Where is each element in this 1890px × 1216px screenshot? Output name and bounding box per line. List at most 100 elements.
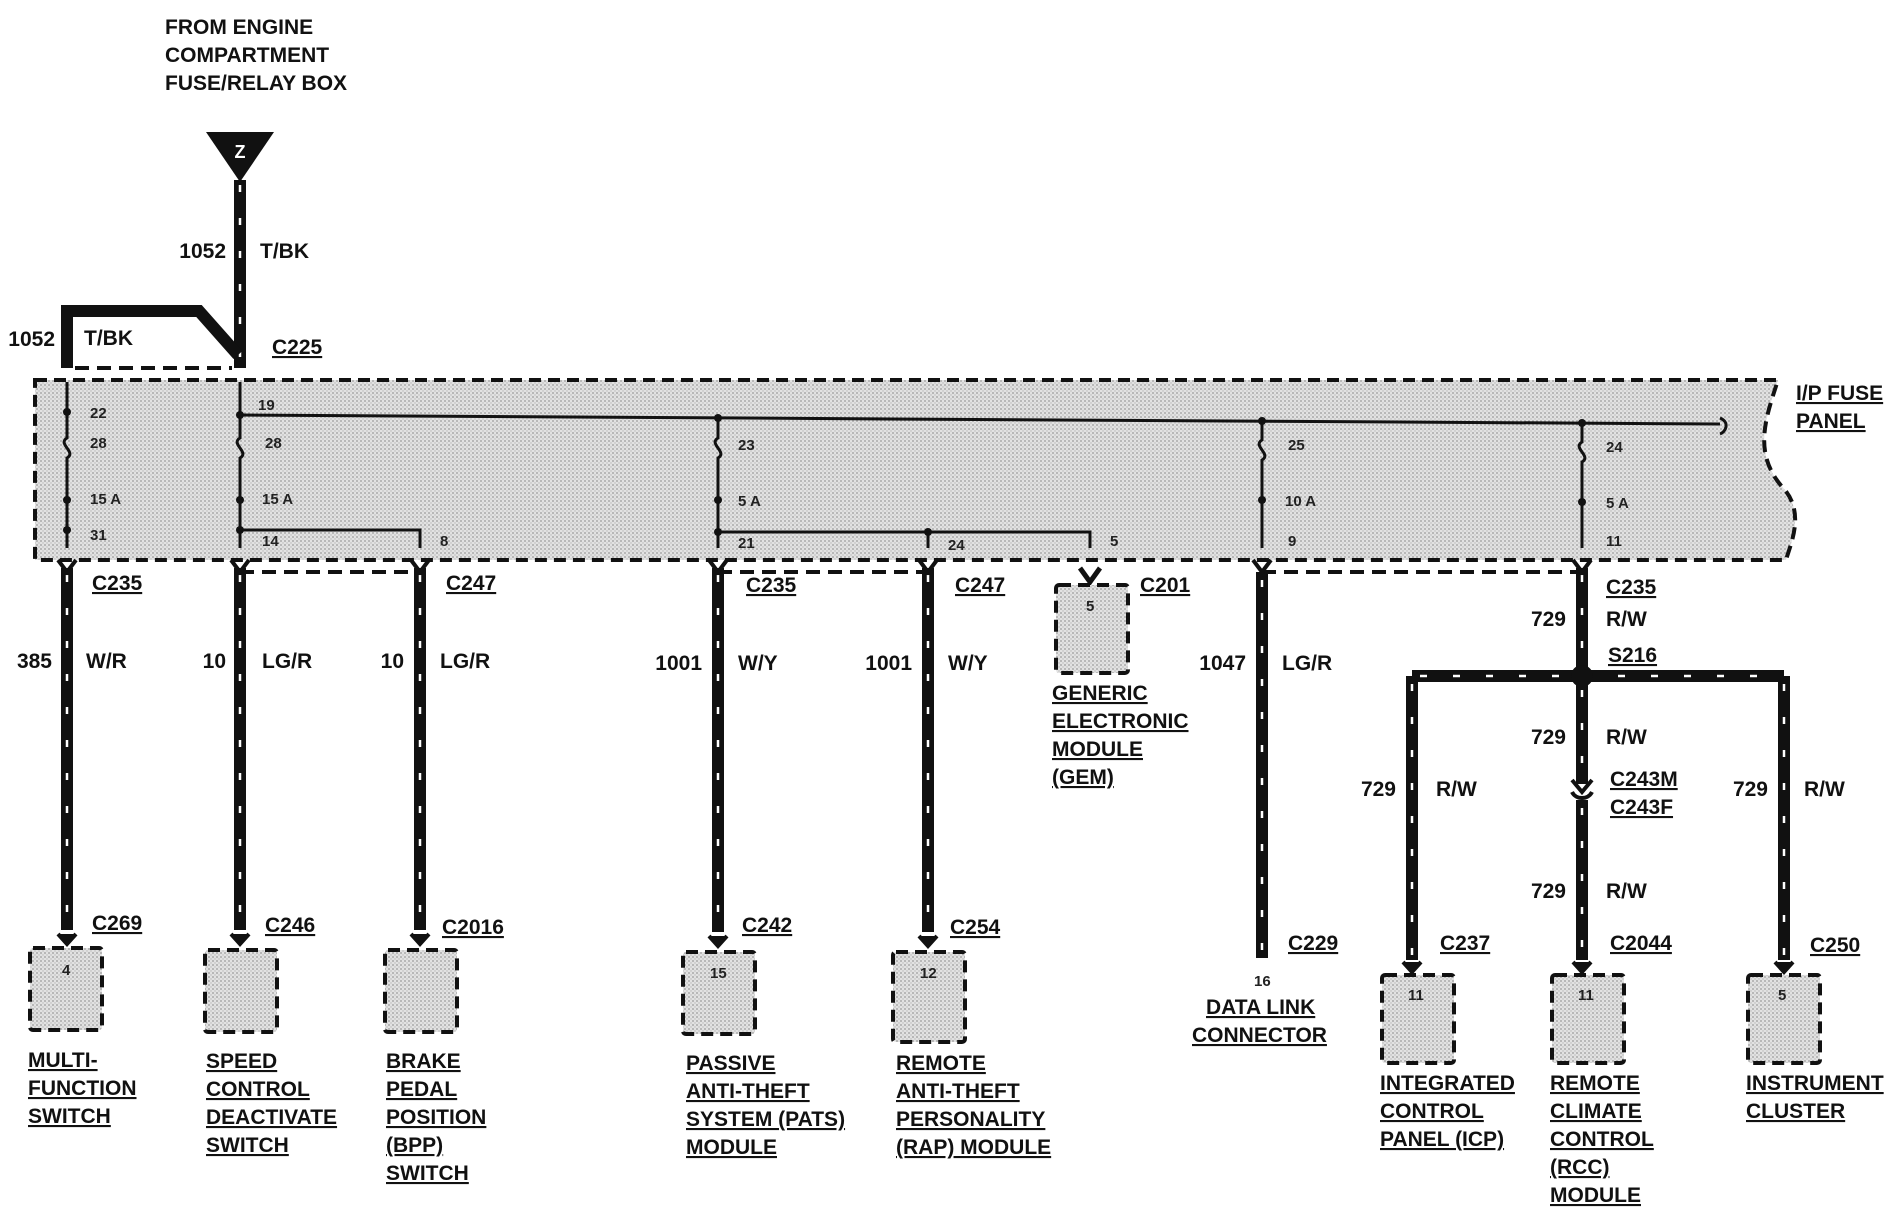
svg-text:(GEM): (GEM) [1052,766,1114,789]
svg-text:729: 729 [1531,880,1566,903]
svg-text:385: 385 [17,650,52,673]
source-label: FROM ENGINE COMPARTMENT FUSE/RELAY BOX [165,16,347,95]
svg-text:R/W: R/W [1436,778,1477,801]
svg-text:C235: C235 [92,572,143,595]
svg-text:5 A: 5 A [1606,495,1629,512]
svg-text:4: 4 [62,962,71,979]
svg-text:28: 28 [265,435,282,452]
svg-text:R/W: R/W [1606,726,1647,749]
svg-text:11: 11 [1408,987,1424,1004]
svg-text:15 A: 15 A [262,491,293,508]
ip-fuse-panel-label-1: I/P FUSE [1796,382,1883,405]
svg-text:C247: C247 [955,574,1005,597]
wire-1052-circuit-label: 1052 [179,240,226,263]
svg-text:21: 21 [738,535,755,552]
svg-text:MULTI-: MULTI- [28,1049,98,1072]
svg-text:C2016: C2016 [442,916,504,939]
svg-text:C235: C235 [1606,576,1657,599]
svg-text:PASSIVE: PASSIVE [686,1052,775,1075]
svg-text:FUNCTION: FUNCTION [28,1077,137,1100]
connector-c225: C225 [272,336,323,359]
svg-text:CLUSTER: CLUSTER [1746,1100,1845,1123]
svg-text:729: 729 [1733,778,1768,801]
svg-text:15: 15 [710,965,727,982]
svg-text:31: 31 [90,527,107,544]
svg-text:SWITCH: SWITCH [28,1105,111,1128]
svg-text:C254: C254 [950,916,1001,939]
svg-text:10: 10 [381,650,404,673]
svg-text:C235: C235 [746,574,797,597]
svg-text:C2044: C2044 [1610,932,1672,955]
svg-text:DATA LINK: DATA LINK [1206,996,1315,1019]
svg-text:11: 11 [1606,533,1622,550]
svg-text:PERSONALITY: PERSONALITY [896,1108,1045,1131]
source-terminal-letter: Z [235,142,246,162]
svg-text:COMPARTMENT: COMPARTMENT [165,44,329,67]
svg-text:GENERIC: GENERIC [1052,682,1148,705]
branch-instrument-cluster: 729 R/W C250 5 INSTRUMENT CLUSTER [1733,676,1884,1123]
svg-text:28: 28 [90,435,107,452]
svg-text:23: 23 [738,437,755,454]
svg-text:C237: C237 [1440,932,1490,955]
svg-text:C229: C229 [1288,932,1338,955]
svg-text:5: 5 [1778,987,1786,1004]
ip-fuse-panel [33,378,1798,562]
svg-text:CONNECTOR: CONNECTOR [1192,1024,1327,1047]
svg-text:C247: C247 [446,572,496,595]
svg-text:C243F: C243F [1610,796,1673,819]
fuse-25: 25 10 A 9 [1257,417,1316,550]
svg-text:14: 14 [262,533,279,550]
svg-text:SPEED: SPEED [206,1050,277,1073]
svg-text:10 A: 10 A [1285,493,1316,510]
svg-text:24: 24 [948,537,965,554]
svg-text:1001: 1001 [865,652,912,675]
svg-text:PANEL (ICP): PANEL (ICP) [1380,1128,1504,1151]
svg-text:LG/R: LG/R [440,650,490,673]
svg-text:BRAKE: BRAKE [386,1050,461,1073]
svg-text:12: 12 [920,965,937,982]
svg-text:C250: C250 [1810,934,1860,957]
svg-text:LG/R: LG/R [262,650,312,673]
svg-text:CONTROL: CONTROL [1380,1100,1484,1123]
svg-text:W/Y: W/Y [738,652,778,675]
svg-text:5 A: 5 A [738,493,761,510]
fuse-23: 23 5 A 21 24 5 [713,414,1118,554]
svg-text:FUSE/RELAY BOX: FUSE/RELAY BOX [165,72,347,95]
svg-text:SWITCH: SWITCH [206,1134,289,1157]
svg-text:POSITION: POSITION [386,1106,486,1129]
svg-text:C242: C242 [742,914,792,937]
source-terminal-triangle [206,132,274,182]
svg-text:R/W: R/W [1606,880,1647,903]
svg-text:CLIMATE: CLIMATE [1550,1100,1642,1123]
fuse-19: 19 28 15 A 14 8 [235,382,448,550]
svg-text:FROM ENGINE: FROM ENGINE [165,16,313,39]
wire-1052-loop-circuit: 1052 [8,328,55,351]
svg-text:W/R: W/R [86,650,127,673]
svg-text:LG/R: LG/R [1282,652,1332,675]
svg-text:C269: C269 [92,912,142,935]
branch-data-link-connector: 1047 LG/R C229 16 DATA LINK CONNECTOR [1192,558,1338,1047]
svg-text:C201: C201 [1140,574,1191,597]
svg-text:SYSTEM (PATS): SYSTEM (PATS) [686,1108,845,1131]
svg-text:MODULE: MODULE [1550,1184,1641,1207]
svg-text:MODULE: MODULE [1052,738,1143,761]
branch-729-bus: C235 729 R/W S216 [1412,558,1784,687]
svg-text:5: 5 [1086,598,1094,615]
svg-text:ANTI-THEFT: ANTI-THEFT [896,1080,1020,1103]
branch-brake-pedal-position-switch: C247 10 LG/R C2016 BRAKE PEDAL POSITION … [381,558,504,1185]
wire-1052-color-label: T/BK [260,240,309,263]
svg-text:R/W: R/W [1804,778,1845,801]
svg-text:(RAP) MODULE: (RAP) MODULE [896,1136,1051,1159]
svg-text:C246: C246 [265,914,315,937]
branch-pats-module: C235 1001 W/Y C242 15 PASSIVE ANTI-THEFT… [655,558,845,1159]
fuse-24: 24 5 A 11 [1577,419,1629,550]
wire-1052-loop [61,305,243,368]
fuse-22: 22 28 15 A 31 [62,382,121,548]
svg-text:ELECTRONIC: ELECTRONIC [1052,710,1189,733]
svg-text:CONTROL: CONTROL [1550,1128,1654,1151]
svg-text:REMOTE: REMOTE [1550,1072,1640,1095]
svg-text:729: 729 [1531,608,1566,631]
branch-multi-function-switch: C235 385 W/R C269 4 MULTI- FUNCTION SWIT… [17,558,143,1128]
svg-text:C243M: C243M [1610,768,1678,791]
